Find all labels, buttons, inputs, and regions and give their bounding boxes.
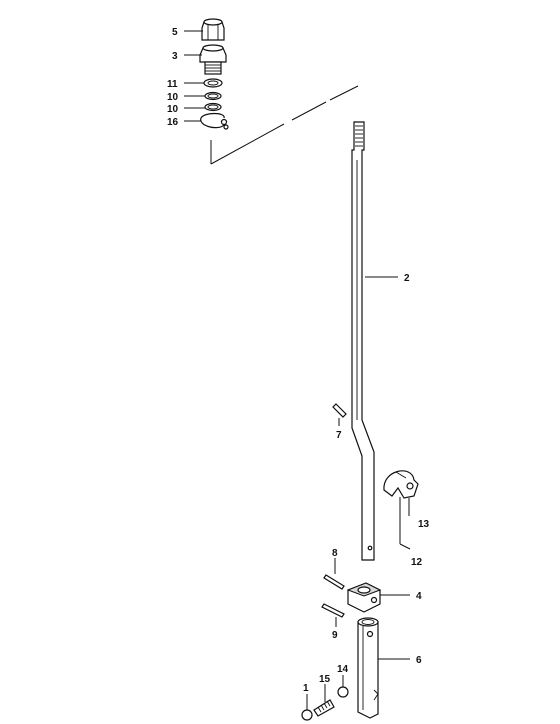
label-part-14: 14 [337,664,349,675]
label-part-9: 9 [332,630,338,641]
label-part-10-lower: 10 [167,104,179,115]
part-16-circlip [200,112,229,130]
label-part-16: 16 [167,117,179,128]
part-10-oring-upper [204,91,222,101]
label-part-10-upper: 10 [167,92,179,103]
part-3-bushing [199,44,227,75]
part-11-washer [203,78,223,88]
assembly-break-lines [210,85,359,165]
part-2-shift-shaft [351,121,375,561]
part-9-pin [321,603,345,618]
label-part-12: 12 [411,557,423,568]
part-6-lower-rod [357,617,379,719]
label-part-8: 8 [332,548,338,559]
part-13-clip [383,470,419,499]
part-5-cap [201,18,225,41]
label-part-4: 4 [416,591,422,602]
part-labels: 5 3 11 10 10 16 2 7 13 12 8 4 9 6 14 15 … [167,27,430,694]
label-part-6: 6 [416,655,422,666]
part-7-pin [332,403,347,418]
part-14-ball [337,686,349,698]
leader-lines [184,30,411,710]
label-part-3: 3 [172,51,178,62]
part-8-pin [323,574,345,590]
label-part-15: 15 [319,674,331,685]
label-part-1: 1 [303,683,309,694]
label-part-5: 5 [172,27,178,38]
part-4-shift-block [346,582,382,613]
part-10-oring-lower [204,102,222,112]
part-15-spring [313,699,335,717]
label-part-11: 11 [167,79,178,90]
label-part-7: 7 [336,430,342,441]
label-part-2: 2 [404,273,410,284]
label-part-13: 13 [418,519,430,530]
part-1-ball [301,709,313,721]
